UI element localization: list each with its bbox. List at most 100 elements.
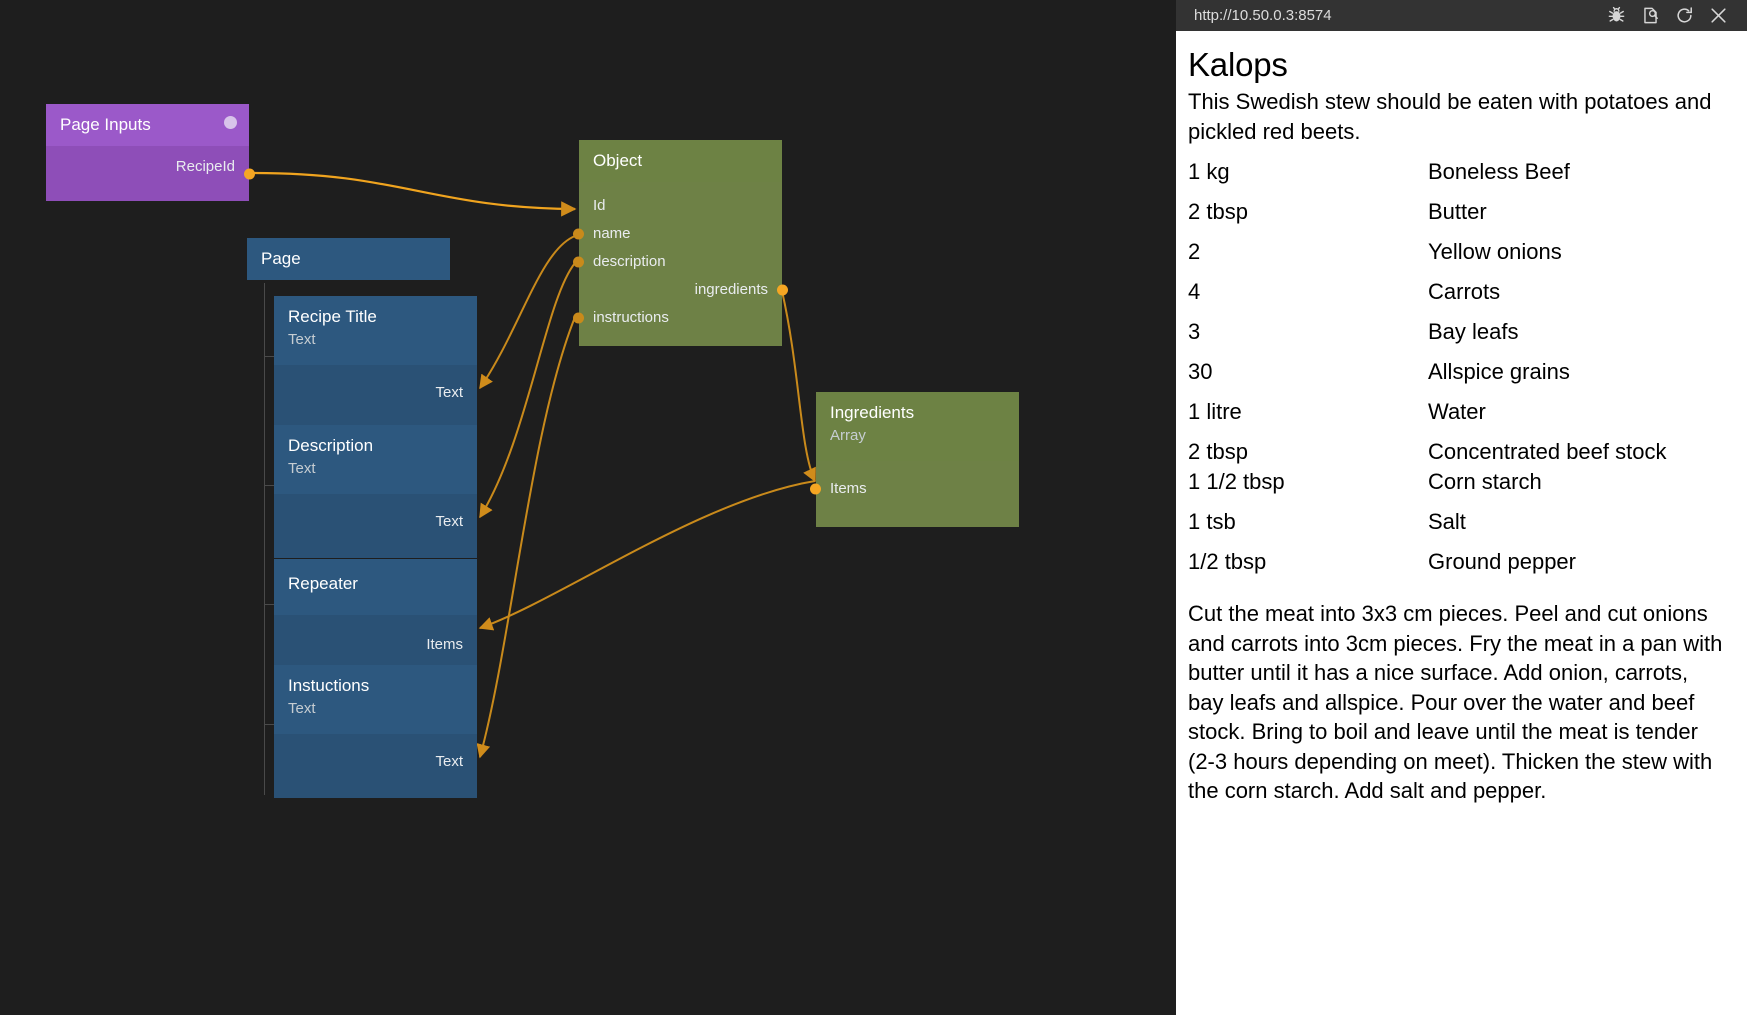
ingredient-amount: 1/2 tbsp <box>1188 549 1267 574</box>
node-object-title: Object <box>593 151 643 170</box>
port-label-text-description: Text <box>435 513 463 530</box>
bug-icon[interactable] <box>1599 0 1633 31</box>
port-row-text-description[interactable]: Text <box>274 508 477 536</box>
node-ingredients[interactable]: Ingredients Array Items <box>810 392 1019 527</box>
browser-preview-panel: http://10.50.0.3:8574 <box>1176 0 1747 1015</box>
ingredient-name: Salt <box>1428 509 1466 534</box>
port-label-text-instuctions: Text <box>435 753 463 770</box>
port-dot-ingredients[interactable] <box>777 284 788 296</box>
node-recipe-title-subtitle: Text <box>288 331 316 348</box>
ingredient-amount: 1 tsb <box>1188 509 1236 534</box>
ingredient-amount: 2 tbsp <box>1188 199 1248 224</box>
port-label-items-repeater: Items <box>426 636 463 653</box>
node-recipe-title-body: Text <box>274 365 477 429</box>
wire-items-to-repeater <box>478 480 816 631</box>
ingredient-name: Concentrated beef stock <box>1428 439 1667 464</box>
node-repeater[interactable]: Repeater Items <box>274 559 477 681</box>
tree-tick-recipe-title <box>264 356 274 357</box>
port-row-recipeid[interactable]: RecipeId <box>46 146 255 201</box>
ingredient-amount: 3 <box>1188 319 1201 344</box>
ingredient-amount: 1 1/2 tbsp <box>1188 469 1285 494</box>
node-object-body: Id name description ingredients instruct… <box>573 182 788 346</box>
recipe-instructions: Cut the meat into 3x3 cm pieces. Peel an… <box>1188 601 1723 803</box>
port-dot-name[interactable] <box>573 228 584 240</box>
node-page-title: Page <box>261 249 301 268</box>
port-row-text-recipe-title[interactable]: Text <box>274 379 477 407</box>
node-page-header[interactable]: Page <box>247 238 450 280</box>
wire-description-to-description <box>479 262 576 519</box>
node-description-body: Text <box>274 494 477 558</box>
close-icon[interactable] <box>1701 0 1735 31</box>
node-repeater-header[interactable]: Repeater <box>274 559 477 615</box>
port-dot-description[interactable] <box>573 256 584 268</box>
port-row-name[interactable]: name <box>573 220 782 248</box>
node-description-header[interactable]: Description Text <box>274 425 477 494</box>
url-bar[interactable]: http://10.50.0.3:8574 <box>1194 7 1332 24</box>
node-object[interactable]: Object Id name description ingredients <box>573 140 788 346</box>
page-title: Kalops <box>1188 46 1288 83</box>
reload-icon[interactable] <box>1667 0 1701 31</box>
node-instuctions-subtitle: Text <box>288 700 316 717</box>
port-row-items-ingredients[interactable]: Items <box>810 475 1019 503</box>
ingredient-name: Bay leafs <box>1428 319 1519 344</box>
port-row-text-instuctions[interactable]: Text <box>274 748 477 776</box>
browser-toolbar: http://10.50.0.3:8574 <box>1176 0 1747 31</box>
port-label-name: name <box>593 225 631 242</box>
wire-ingredients-to-items <box>781 290 816 483</box>
node-ingredients-title: Ingredients <box>830 403 915 422</box>
tree-line-vertical <box>264 283 265 795</box>
port-dot-items-ingredients[interactable] <box>810 483 821 495</box>
tree-tick-instuctions <box>264 724 274 725</box>
node-page[interactable]: Page <box>247 238 450 280</box>
ingredient-row: 1 tsb Salt <box>1188 507 1725 537</box>
node-instuctions-title: Instuctions <box>288 676 370 695</box>
ingredient-row: 1 1/2 tbsp Corn starch <box>1188 467 1725 497</box>
inspect-page-icon[interactable] <box>1633 0 1667 31</box>
port-label-text-recipe-title: Text <box>435 384 463 401</box>
node-page-inputs-body: RecipeId <box>46 146 255 201</box>
ingredient-name: Carrots <box>1428 279 1501 304</box>
ingredient-name: Allspice grains <box>1428 359 1570 384</box>
port-row-instructions[interactable]: instructions <box>573 304 782 332</box>
port-dot-recipeid[interactable] <box>244 168 255 179</box>
port-label-recipeid: RecipeId <box>175 158 235 175</box>
node-recipe-title[interactable]: Recipe Title Text Text <box>274 296 477 429</box>
ingredient-row: 1 litre Water <box>1188 397 1725 427</box>
port-row-id[interactable]: Id <box>579 192 782 220</box>
node-description[interactable]: Description Text Text <box>274 425 477 558</box>
recipe-page-content: Kalops This Swedish stew should be eaten… <box>1176 31 1747 1015</box>
node-ingredients-subtitle: Array <box>830 427 866 444</box>
node-description-title: Description <box>288 436 374 455</box>
node-page-inputs-header[interactable]: Page Inputs <box>46 104 249 146</box>
ingredient-name: Corn starch <box>1428 469 1542 494</box>
port-row-description[interactable]: description <box>573 248 782 276</box>
node-ingredients-header[interactable]: Ingredients Array <box>816 392 1019 461</box>
port-label-instructions: instructions <box>593 309 669 326</box>
status-dot-icon <box>224 116 237 129</box>
port-label-items-ingredients: Items <box>830 480 867 497</box>
node-ingredients-body: Items <box>810 461 1019 527</box>
node-page-inputs[interactable]: Page Inputs RecipeId <box>46 104 255 201</box>
wire-recipeid-to-id <box>248 171 577 217</box>
ingredient-row: 3 Bay leafs <box>1188 317 1725 347</box>
wire-name-to-recipe-title <box>479 235 576 390</box>
ingredient-name: Water <box>1428 399 1486 424</box>
node-instuctions[interactable]: Instuctions Text Text <box>274 665 477 798</box>
node-instuctions-header[interactable]: Instuctions Text <box>274 665 477 734</box>
node-object-header[interactable]: Object <box>579 140 782 182</box>
tree-tick-description <box>264 485 274 486</box>
port-row-items-repeater[interactable]: Items <box>274 631 477 659</box>
tree-tick-repeater <box>264 604 274 605</box>
port-dot-instructions[interactable] <box>573 312 584 324</box>
node-recipe-title-header[interactable]: Recipe Title Text <box>274 296 477 365</box>
port-row-ingredients[interactable]: ingredients <box>579 276 788 304</box>
ingredient-amount: 1 litre <box>1188 399 1242 424</box>
node-recipe-title-title: Recipe Title <box>288 307 377 326</box>
node-editor-canvas[interactable]: Page Inputs RecipeId Object Id <box>0 0 1176 1015</box>
